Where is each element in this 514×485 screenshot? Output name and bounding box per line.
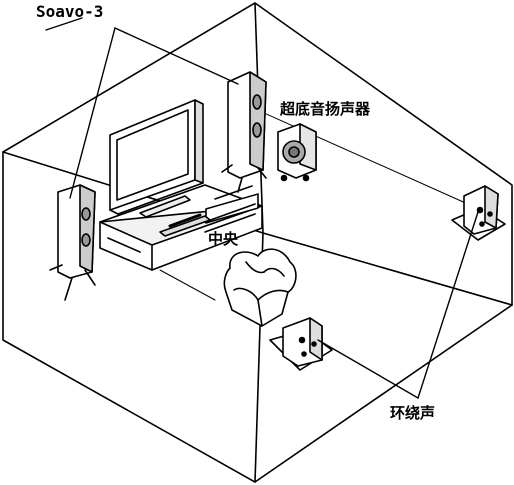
- television: [109, 99, 204, 218]
- leader-lines: [45, 17, 479, 399]
- floor-guides: [159, 99, 471, 301]
- label-surround: 环绕声: [390, 404, 436, 422]
- center-speaker: [159, 215, 211, 237]
- label-center: 中央: [208, 230, 239, 248]
- armchair: [223, 248, 297, 327]
- front-right-speaker: [221, 71, 267, 193]
- front-left-speaker: [49, 184, 96, 301]
- surround-speaker-right: [451, 185, 506, 241]
- label-front-speakers: Soavo-3: [36, 2, 104, 21]
- label-subwoofer: 超底音扬声器: [280, 100, 371, 118]
- subwoofer: [277, 123, 317, 182]
- surround-speaker-left: [269, 317, 333, 371]
